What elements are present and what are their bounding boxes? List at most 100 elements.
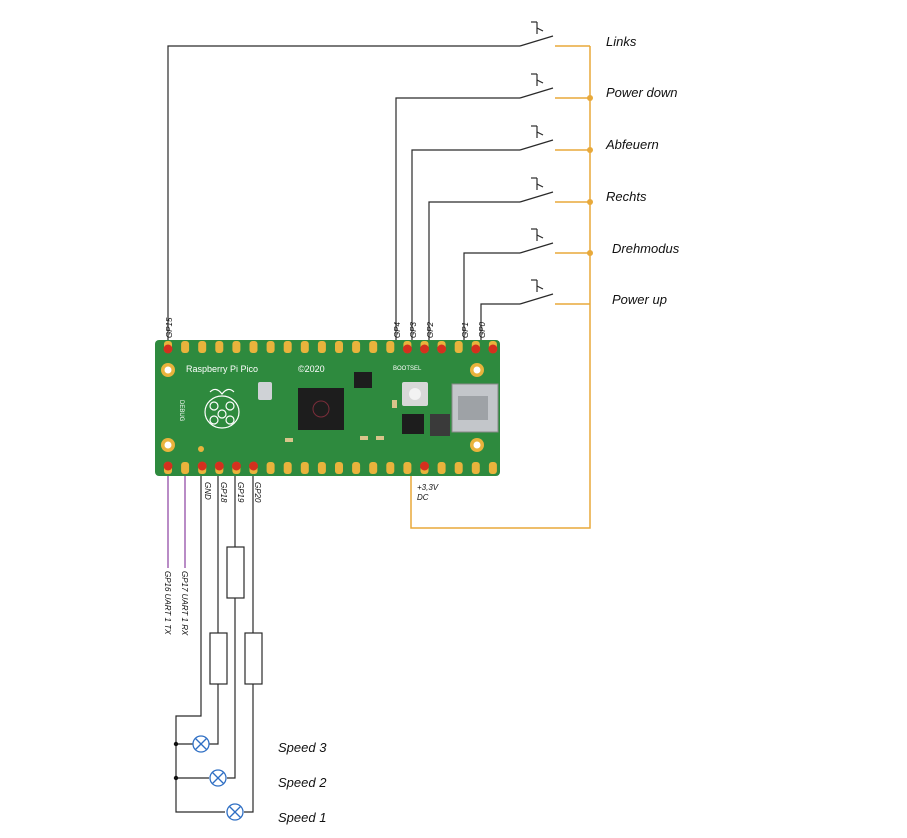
bottom-pin-pad [335,462,343,474]
top-pin-pad [249,341,258,353]
uart-tx-label: GP16 UART 1 TX [163,571,172,635]
resistor-gp18 [209,632,228,685]
switch-power-down [519,73,554,99]
label-speed-1: Speed 1 [278,810,326,825]
wire-gp1 [463,252,520,342]
bottom-pin-pad [437,462,446,474]
lamp-icon-speed2 [209,769,227,787]
regulator-chip [402,414,424,434]
label-power-up: Power up [612,292,667,307]
top-pin-pad [317,341,326,353]
top-pin-pad [198,341,207,353]
top-pin-pad [232,341,241,353]
connected-pin-marker [214,461,224,471]
pin-label-gp3: GP3 [409,321,418,338]
pin-label-power: +3,3V [417,483,439,492]
bottom-pin-pad [454,462,463,474]
label-speed-2: Speed 2 [278,775,327,790]
bottom-pin-pad [386,462,395,474]
junction-dot [173,775,179,781]
top-pin-pad [454,341,463,353]
board-copyright: ©2020 [298,364,325,374]
pin-label-gp1: GP1 [461,322,470,338]
connected-pin-marker [163,344,173,354]
bottom-pin-pad [471,462,480,474]
lamps [192,735,244,821]
lamp-icon-speed1 [226,803,244,821]
bottom-pin-pad [300,462,309,474]
pin-label-gp0: GP0 [478,321,487,338]
top-pin-pad [266,341,275,353]
wire-gp4 [395,97,520,342]
bottom-pin-pad [403,462,412,474]
resistor-gp20 [244,632,263,685]
led-wires [175,476,254,813]
junction-dot [587,95,593,101]
pin-label-gp4: GP4 [393,321,402,338]
switch-abfeuern [519,125,554,151]
flash-chip [354,372,372,388]
connected-pin-marker [471,344,481,354]
wire-gp0 [480,303,520,342]
wire-gp3 [411,149,520,342]
label-abfeuern: Abfeuern [605,137,659,152]
top-pin-pad [283,341,292,353]
lamp-icon-speed3 [192,735,210,753]
wire-gp15 [167,45,520,342]
junction-dot [173,741,179,747]
bottom-pin-pad [266,462,275,474]
bottom-pin-pad [283,462,292,474]
top-pin-pad [300,341,309,353]
connected-pin-marker [249,461,258,471]
resistor-gp19 [226,546,245,599]
connected-pin-marker [197,461,207,471]
power-rail-junctions [587,95,593,256]
connected-pin-marker [437,344,447,354]
bottom-pin-header [163,461,497,474]
pin-label-gnd: GND [203,482,212,500]
bootsel-label: BOOTSEL [393,366,422,372]
switches [519,21,554,305]
rp2040-chip [298,388,344,430]
bottom-pin-pad [488,462,497,474]
label-speed-3: Speed 3 [278,740,327,755]
pin-label-gp15: GP15 [165,317,174,338]
switch-drehmodus [519,228,554,254]
board-title: Raspberry Pi Pico [186,364,258,374]
connected-pin-marker [488,344,498,354]
switch-links [519,21,554,47]
top-pin-pad [181,341,190,353]
junction-dot [587,147,593,153]
top-pin-pad [369,341,378,353]
top-pin-pad [352,341,361,353]
pin-label-gp2: GP2 [426,321,435,338]
top-pin-pad [335,341,343,353]
bottom-pin-pad [369,462,378,474]
junction-dot [587,199,593,205]
connected-pin-marker [420,344,429,354]
resistors [209,546,263,685]
uart-wires [167,476,186,568]
bottom-pin-pad [181,462,190,474]
top-pin-header [163,341,498,354]
pin-label-gp20: GP20 [253,482,262,503]
debug-label: DEBUG [178,400,184,422]
bottom-pin-pad [352,462,361,474]
pico-board: Raspberry Pi Pico ©2020 BOOTSEL DEBUG [155,340,500,476]
connected-pin-marker [402,344,412,354]
junction-dot [587,250,593,256]
label-drehmodus: Drehmodus [612,241,680,256]
button-wires [167,45,520,342]
switch-rechts [519,177,554,203]
wire-gp2 [428,201,520,342]
raspberry-logo-icon [312,400,330,418]
power-rail [410,45,591,529]
top-pin-pad [215,341,224,353]
label-links: Links [606,34,637,49]
inductor [430,414,450,436]
pin-label-dc: DC [417,493,429,502]
connected-pin-marker [163,461,173,471]
pin-label-gp18: GP18 [219,482,228,503]
pin-label-gp19: GP19 [236,482,245,503]
